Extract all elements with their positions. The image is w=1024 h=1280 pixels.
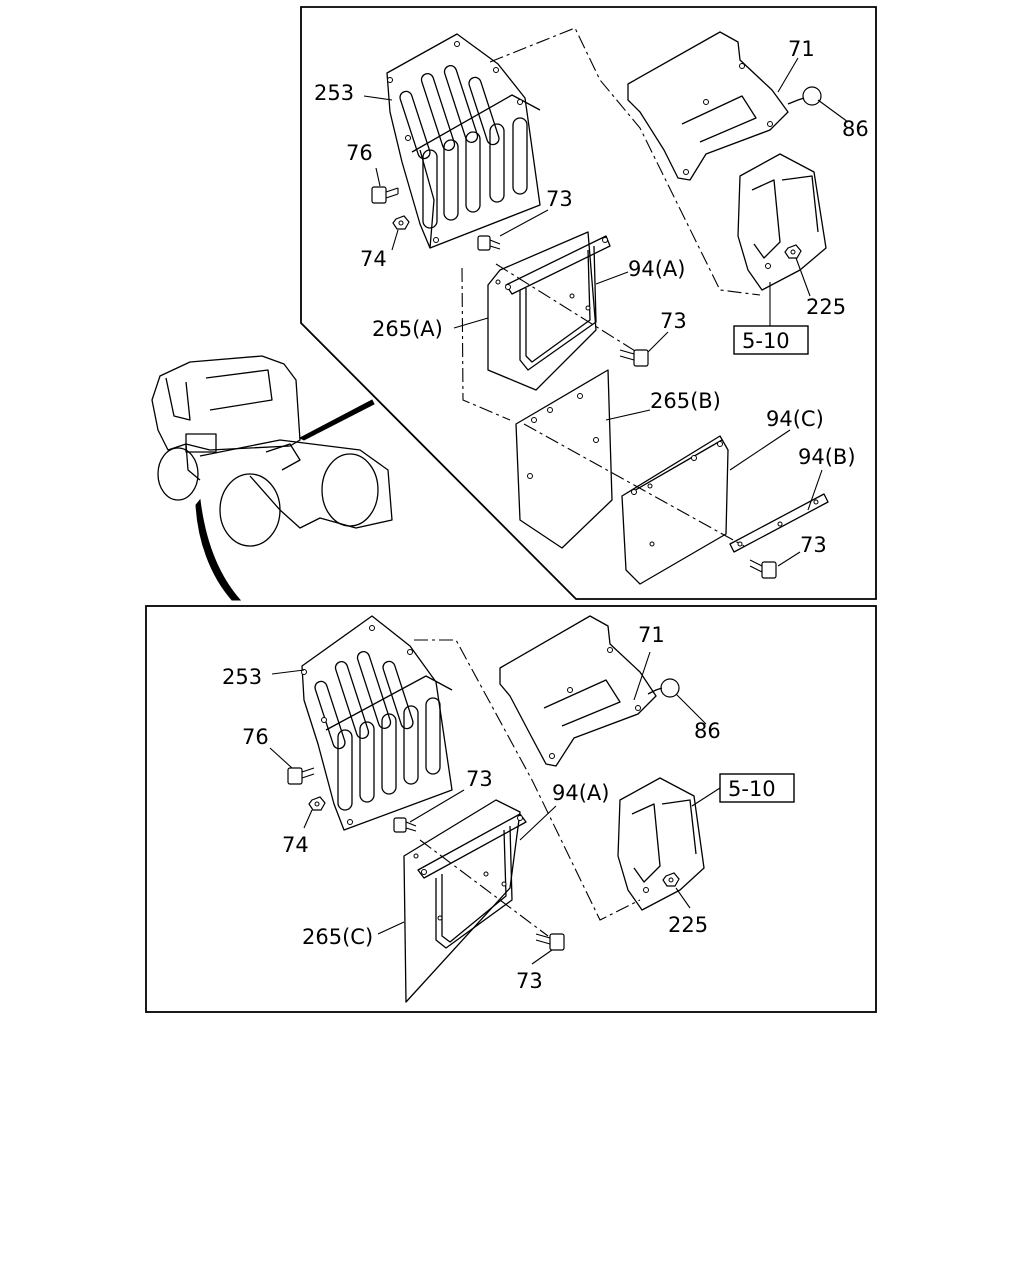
truck-illustration	[151, 355, 393, 601]
bottom-label-71: 71	[638, 623, 665, 647]
top-cover-plate-71	[627, 31, 789, 181]
top-nut-74	[392, 215, 410, 230]
top-mudflap-265b	[515, 369, 613, 549]
top-label-94a: 94(A)	[628, 257, 685, 281]
bottom-leader-lines	[269, 651, 721, 965]
top-label-265b: 265(B)	[650, 389, 721, 413]
bottom-label-225: 225	[668, 913, 708, 937]
bottom-cover-plate-71	[499, 615, 657, 767]
bottom-label-253: 253	[222, 665, 262, 689]
top-label-73-upper: 73	[546, 187, 573, 211]
bottom-bolt-76	[287, 767, 315, 785]
bottom-bolt-73-lower	[535, 933, 565, 951]
bottom-panel: 253 76 74 73 94(A) 265(C) 73 71 86 225 5…	[145, 605, 877, 1013]
top-assembly-line-b	[461, 267, 511, 421]
top-label-71: 71	[788, 37, 815, 61]
bottom-label-86: 86	[694, 719, 721, 743]
top-bolt-73-lower	[619, 349, 649, 367]
top-ref-label: 5-10	[742, 329, 790, 353]
top-label-94c: 94(C)	[766, 407, 824, 431]
top-panel-frame	[300, 6, 877, 600]
top-label-86: 86	[842, 117, 869, 141]
top-bracket-ref	[737, 153, 827, 291]
top-fender-plate-253	[386, 33, 541, 249]
bottom-label-76: 76	[242, 725, 269, 749]
top-assembly-line-a	[489, 27, 761, 296]
bottom-label-73-upper: 73	[466, 767, 493, 791]
bottom-ref-box	[719, 773, 795, 803]
top-label-73-strip: 73	[800, 533, 827, 557]
bottom-assembly-line	[414, 639, 641, 921]
top-label-76: 76	[346, 141, 373, 165]
bottom-label-265c: 265(C)	[302, 925, 373, 949]
bottom-bolt-73-upper	[393, 817, 417, 833]
top-clip-86	[787, 86, 822, 106]
top-label-225: 225	[806, 295, 846, 319]
bottom-clip-86	[647, 678, 680, 698]
bottom-label-94a: 94(A)	[552, 781, 609, 805]
bottom-bracket-ref	[617, 777, 705, 911]
bottom-ref-label: 5-10	[728, 777, 776, 801]
top-label-265a: 265(A)	[372, 317, 443, 341]
top-bolt-73-strip	[749, 559, 777, 579]
top-label-94b: 94(B)	[798, 445, 856, 469]
top-mudflap-265a	[487, 231, 611, 391]
top-slot-1	[399, 65, 500, 160]
top-nut-225	[784, 244, 802, 259]
bottom-nut-74	[308, 796, 326, 811]
bottom-nut-225	[662, 872, 680, 887]
top-bolt-73-upper	[477, 235, 501, 251]
bottom-label-73-lower: 73	[516, 969, 543, 993]
top-label-74: 74	[360, 247, 387, 271]
top-label-253: 253	[314, 81, 354, 105]
bottom-label-74: 74	[282, 833, 309, 857]
top-ref-box	[733, 325, 809, 355]
top-plate-94c	[621, 435, 729, 585]
bottom-mudflap-265c	[403, 799, 527, 1003]
bottom-panel-frame	[145, 605, 877, 1013]
bottom-fender-plate-253	[301, 615, 453, 831]
top-label-73-lower: 73	[660, 309, 687, 333]
top-bolt-76	[371, 186, 399, 204]
top-strip-94b	[729, 493, 829, 553]
top-panel: 253 76 74 73 94(A) 265(A) 73 265(B) 94(C…	[300, 6, 877, 600]
top-leader-lines	[363, 57, 849, 567]
